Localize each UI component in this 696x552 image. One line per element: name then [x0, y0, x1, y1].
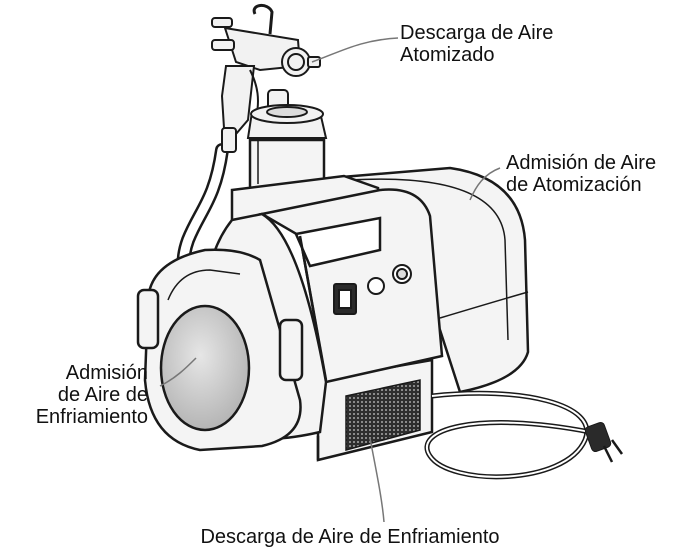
leader-cooling-intake	[159, 357, 197, 387]
power-cord-plug-icon	[424, 390, 624, 480]
label-cooling-air-intake: Admisión de Aire de Enfriamiento	[35, 362, 148, 428]
cooling-discharge-grille	[345, 379, 421, 451]
gauge-knob	[367, 277, 385, 295]
spray-gun-icon	[211, 4, 328, 153]
label-cooling-air-discharge: Descarga de Aire de Enfriamiento	[200, 526, 500, 548]
control-panel	[333, 264, 412, 315]
label-atomization-air-intake: Admisión de Aire de Atomización	[506, 152, 657, 196]
leader-atomized-discharge	[311, 37, 399, 63]
cooling-intake-disc	[159, 304, 251, 432]
leader-lines	[159, 37, 501, 523]
leader-cooling-discharge	[369, 437, 385, 523]
leader-atomization-intake	[469, 167, 501, 201]
label-atomized-air-discharge: Descarga de Aire Atomizado	[400, 22, 554, 66]
